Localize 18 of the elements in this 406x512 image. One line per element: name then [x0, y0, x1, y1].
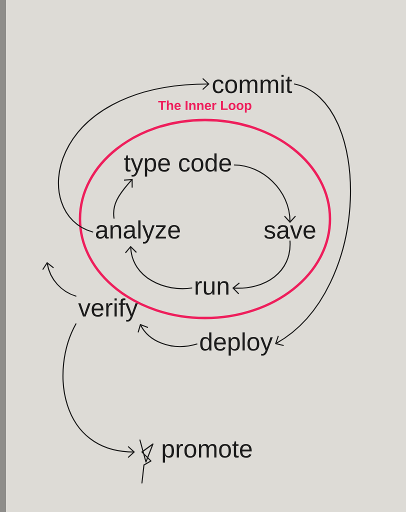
handwritten-step: deploy	[200, 332, 273, 356]
curved-arrow	[234, 164, 296, 223]
curved-arrow	[62, 323, 135, 458]
curved-arrow	[232, 240, 291, 294]
curved-arrow	[138, 324, 198, 348]
handwritten-step: save	[264, 225, 316, 239]
handwritten-step: analyze	[96, 220, 180, 244]
curved-arrow	[113, 178, 133, 219]
handwritten-step: promote	[162, 441, 252, 463]
handwritten-step: type code	[124, 153, 232, 177]
curved-arrow	[125, 246, 192, 290]
loop-title: The Inner Loop	[158, 100, 252, 113]
curved-arrow	[42, 262, 76, 297]
handwritten-step: verify	[78, 298, 138, 322]
curved-arrow	[58, 78, 210, 233]
handwritten-step: run	[196, 281, 228, 295]
handwritten-step: commit	[212, 74, 292, 94]
curved-arrow	[275, 83, 351, 346]
